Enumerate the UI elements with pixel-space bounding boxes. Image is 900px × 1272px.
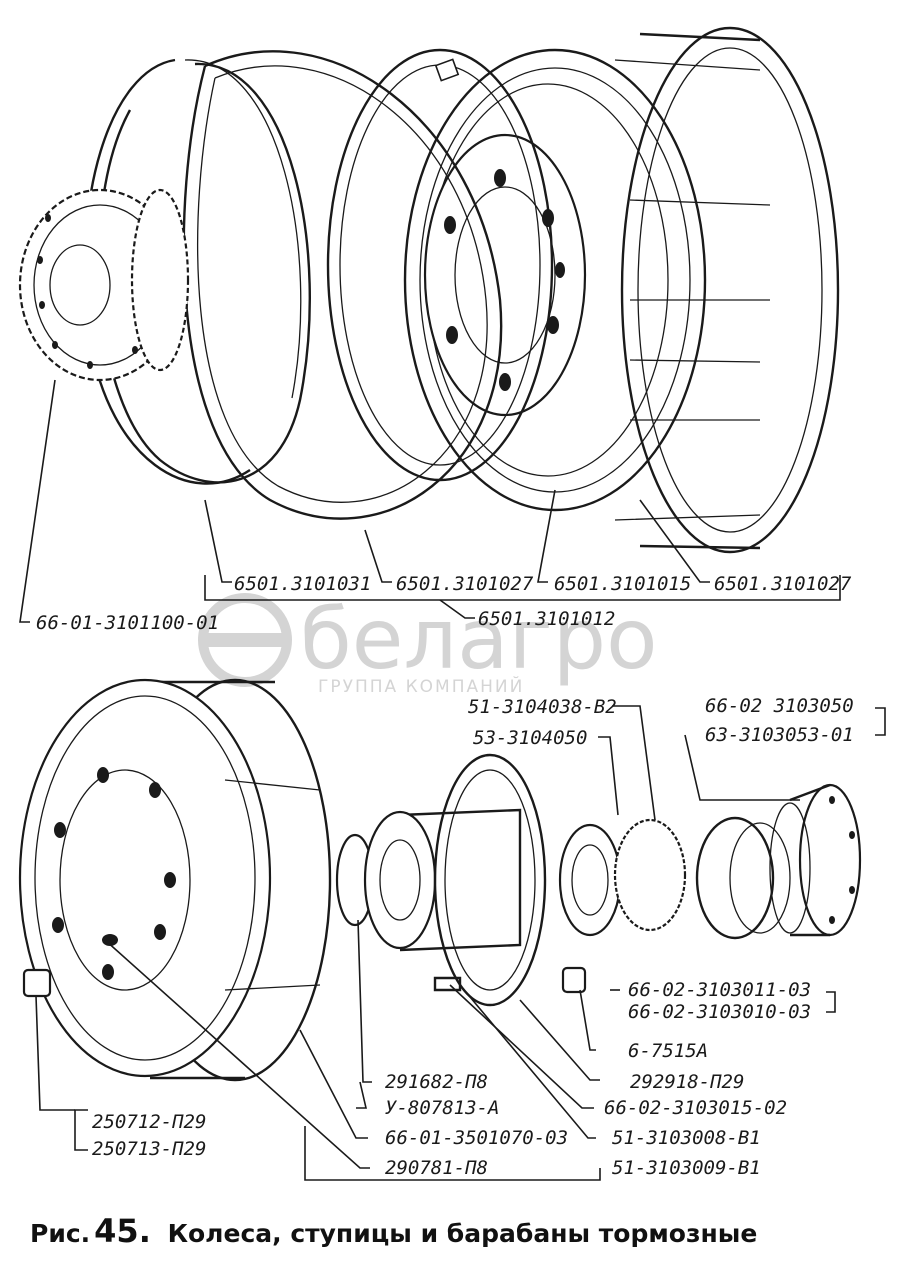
callout-ring-3101027-b: 6501.3101027 bbox=[714, 573, 852, 595]
seal-ring-a bbox=[695, 816, 775, 940]
bearing-outer bbox=[558, 823, 622, 937]
wheel-assembly bbox=[18, 26, 840, 554]
caption-number: 45. bbox=[94, 1212, 151, 1250]
callout-53-3104050: 53-3104050 bbox=[473, 727, 587, 749]
callout-ring-3101031: 6501.3101031 bbox=[234, 573, 371, 595]
callout-u-807813-a: У-807813-А bbox=[385, 1097, 499, 1119]
callout-66-02-3103011-03: 66-02-3103011-03 bbox=[628, 979, 811, 1001]
callout-ring-3101012: 6501.3101012 bbox=[478, 608, 615, 630]
callout-63-3103053-01: 63-3103053-01 bbox=[705, 724, 854, 746]
callout-hub: 66-01-3101100-01 bbox=[36, 612, 219, 634]
callout-ring-3101027-a: 6501.3101027 bbox=[396, 573, 534, 595]
watermark-subtitle: ГРУППА КОМПАНИЙ bbox=[318, 675, 524, 697]
wheel-hub bbox=[363, 753, 547, 1007]
watermark: белагро ГРУППА КОМПАНИЙ bbox=[198, 590, 658, 697]
callout-51-3103009-b1: 51-3103009-В1 bbox=[612, 1157, 761, 1179]
bottom-callouts: 51-3104038-В2 53-3104050 66-02 3103050 6… bbox=[92, 695, 854, 1179]
hub-nut bbox=[561, 966, 587, 994]
hub-gear bbox=[18, 188, 190, 382]
brake-drum-assembly bbox=[18, 678, 862, 1082]
callout-250713-p29: 250713-П29 bbox=[92, 1138, 206, 1160]
hub-cap bbox=[769, 783, 862, 937]
callout-291682-p8: 291682-П8 bbox=[385, 1071, 488, 1093]
callout-290781-p8: 290781-П8 bbox=[385, 1157, 488, 1179]
caption-title: Колеса, ступицы и барабаны тормозные bbox=[167, 1219, 758, 1248]
callout-292918-p29: 292918-П29 bbox=[630, 1071, 744, 1093]
figure-caption: Рис.45. Колеса, ступицы и барабаны тормо… bbox=[30, 1212, 880, 1250]
brake-drum bbox=[18, 678, 332, 1082]
callout-51-3104038-b2: 51-3104038-В2 bbox=[468, 696, 617, 718]
watermark-brand: белагро bbox=[300, 590, 658, 688]
callout-51-3103008-b1: 51-3103008-В1 bbox=[612, 1127, 761, 1149]
top-leaders bbox=[19, 379, 841, 623]
top-callouts: 66-01-3101100-01 6501.3101031 6501.31010… bbox=[36, 573, 852, 634]
caption-prefix: Рис. bbox=[30, 1219, 91, 1248]
callout-66-01-3501070-03: 66-01-3501070-03 bbox=[385, 1127, 568, 1149]
wheel-nut bbox=[22, 968, 52, 998]
callout-6-7515a: 6-7515А bbox=[628, 1040, 708, 1062]
callout-66-02-3103015-02: 66-02-3103015-02 bbox=[604, 1097, 787, 1119]
callout-250712-p29: 250712-П29 bbox=[92, 1111, 206, 1133]
callout-ring-3101015: 6501.3101015 bbox=[554, 573, 691, 595]
callout-66-02-3103010-03: 66-02-3103010-03 bbox=[628, 1001, 811, 1023]
callout-66-02-3103050: 66-02 3103050 bbox=[705, 695, 854, 717]
bottom-leaders bbox=[35, 705, 886, 1181]
